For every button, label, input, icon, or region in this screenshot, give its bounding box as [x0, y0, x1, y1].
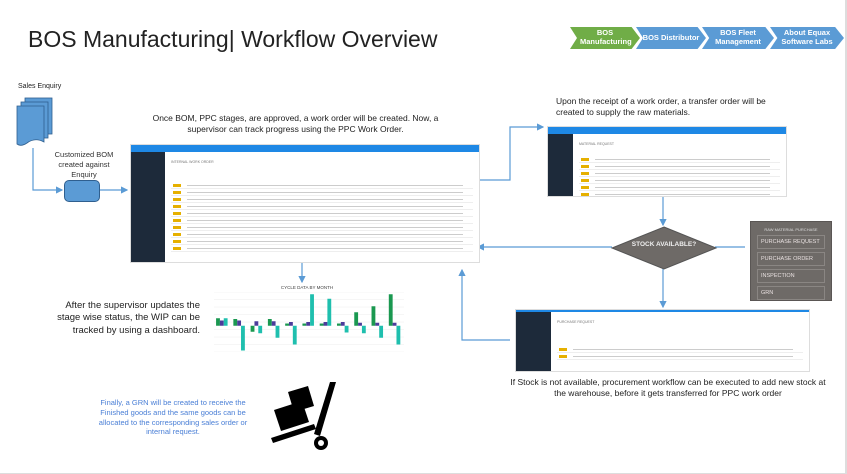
- nav-label: BOS Manufacturing: [580, 28, 632, 46]
- bar-2-2: [237, 320, 242, 326]
- nav-bos-fleet[interactable]: BOS Fleet Management: [702, 27, 774, 49]
- bar-2-9: [358, 322, 362, 326]
- bar-2-3: [254, 321, 259, 326]
- panel-header: RAW MATERIAL PURCHASE: [764, 227, 818, 232]
- hand-truck-icon: [271, 382, 336, 450]
- raw-material-panel: RAW MATERIAL PURCHASE PURCHASE REQUEST P…: [750, 221, 832, 301]
- bar-2-5: [289, 322, 293, 326]
- nav-label: About Equax Software Labs: [781, 28, 833, 46]
- purchase-request-step: PURCHASE REQUEST: [757, 235, 825, 249]
- transfer-text: Upon the receipt of a work order, a tran…: [556, 96, 766, 118]
- inspection-step: INSPECTION: [757, 269, 825, 283]
- purchase-request-screenshot: PURCHASE REQUEST: [515, 309, 810, 372]
- sales-enquiry-label: Sales Enquiry: [18, 83, 62, 90]
- bar-3-9: [361, 325, 366, 334]
- bar-1-9: [354, 312, 359, 326]
- bar-1-2: [233, 319, 238, 326]
- bar-3-10: [379, 325, 384, 338]
- bar-1-7: [319, 323, 324, 326]
- bom-label: Customized BOM created against Enquiry: [54, 150, 114, 179]
- bar-1-6: [302, 323, 307, 326]
- bar-1-10: [371, 306, 376, 326]
- bom-process-box: [64, 180, 100, 202]
- work-order-screenshot: INTERNAL WORK ORDER: [130, 144, 480, 263]
- bar-3-5: [292, 325, 297, 345]
- bar-3-8: [344, 325, 349, 333]
- purchase-order-step: PURCHASE ORDER: [757, 252, 825, 266]
- cycle-chart: [214, 292, 404, 352]
- screen-title: INTERNAL WORK ORDER: [171, 160, 214, 164]
- decision-label: STOCK AVAILABLE?: [631, 241, 697, 248]
- bar-3-7: [327, 298, 332, 326]
- procurement-text: If Stock is not available, procurement w…: [510, 377, 826, 399]
- bar-1-4: [267, 319, 272, 326]
- nav-label: BOS Fleet Management: [715, 28, 761, 46]
- bar-3-2: [241, 325, 245, 351]
- bar-2-10: [375, 322, 380, 326]
- grn-step: GRN: [757, 286, 825, 300]
- bar-2-8: [340, 322, 345, 326]
- bar-3-11: [396, 325, 401, 345]
- page-title: BOS Manufacturing| Workflow Overview: [28, 26, 438, 52]
- documents-icon: [16, 97, 53, 146]
- bar-1-8: [336, 323, 341, 326]
- nav-label: BOS Distributor: [642, 32, 700, 42]
- bar-2-6: [306, 322, 311, 326]
- bar-1-1: [216, 318, 220, 326]
- bar-2-7: [323, 322, 328, 326]
- bar-1-11: [388, 294, 393, 326]
- dashboard-text: After the supervisor updates the stage w…: [57, 300, 200, 336]
- nav-bos-distributor[interactable]: BOS Distributor: [636, 27, 706, 49]
- screen-title: PURCHASE REQUEST: [557, 320, 595, 324]
- grn-text: Finally, a GRN will be created to receiv…: [98, 398, 248, 437]
- chart-title: CYCLE DATA BY MONTH: [280, 285, 334, 290]
- bar-3-4: [275, 325, 280, 338]
- material-request-screenshot: MATERIAL REQUEST: [547, 126, 787, 197]
- nav-bos-manufacturing[interactable]: BOS Manufacturing: [570, 27, 640, 49]
- bar-1-5: [285, 323, 290, 326]
- work-order-text: Once BOM, PPC stages, are approved, a wo…: [152, 113, 439, 135]
- bar-3-6: [310, 294, 314, 326]
- screen-title: MATERIAL REQUEST: [579, 142, 615, 146]
- nav-about-equax[interactable]: About Equax Software Labs: [770, 27, 844, 49]
- bar-2-11: [392, 322, 397, 326]
- decision-diamond: [610, 226, 718, 270]
- bar-1-3: [250, 325, 255, 332]
- bar-3-1: [223, 318, 228, 326]
- bar-2-4: [271, 321, 276, 326]
- bar-2-1: [219, 320, 224, 326]
- bar-3-3: [258, 325, 263, 334]
